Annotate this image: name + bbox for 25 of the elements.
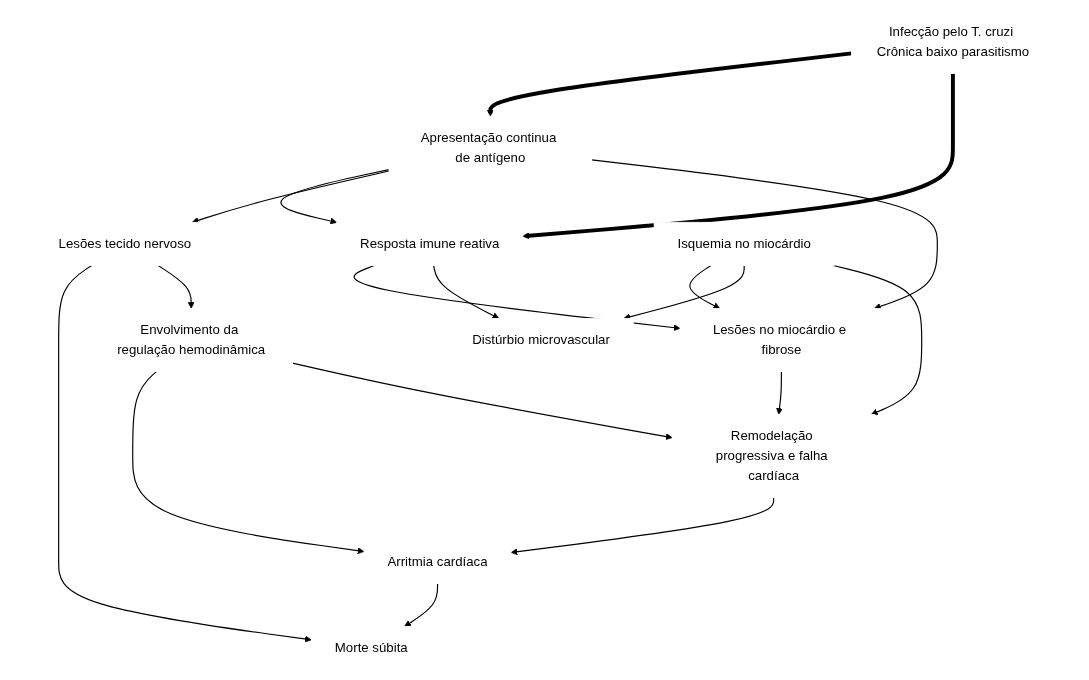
node-text: Infecção pelo T. cruzi Crônica baixo parasitismo [876,24,1029,59]
arrow [291,362,673,440]
node-text: Lesões no miocárdio e fibrose [712,322,846,358]
arrow [353,264,681,332]
arrow [57,264,312,643]
node-text: Arritmia cardíaca [387,554,488,570]
arrow [191,170,390,224]
arrow [404,583,438,627]
arrow [432,264,499,319]
arrow [689,264,720,309]
arrow [510,496,774,556]
arrow [157,264,195,309]
arrow [832,264,923,416]
node-text: Resposta imune reativa [359,236,500,252]
arrow [775,371,783,415]
node-text: Envolvimento da regulação hemodinâmica [116,322,265,358]
node-text: Lesões tecido nervoso [58,236,191,252]
node-text: Apresentação continua de antígeno [420,130,557,165]
arrow [522,73,955,240]
arrow [590,159,938,310]
arrow [486,51,852,117]
node-text: Remodelação progressiva e falha cardíaca [715,428,828,484]
node-text: Morte súbita [334,640,408,656]
arrow [131,371,365,555]
arrow [280,169,390,225]
